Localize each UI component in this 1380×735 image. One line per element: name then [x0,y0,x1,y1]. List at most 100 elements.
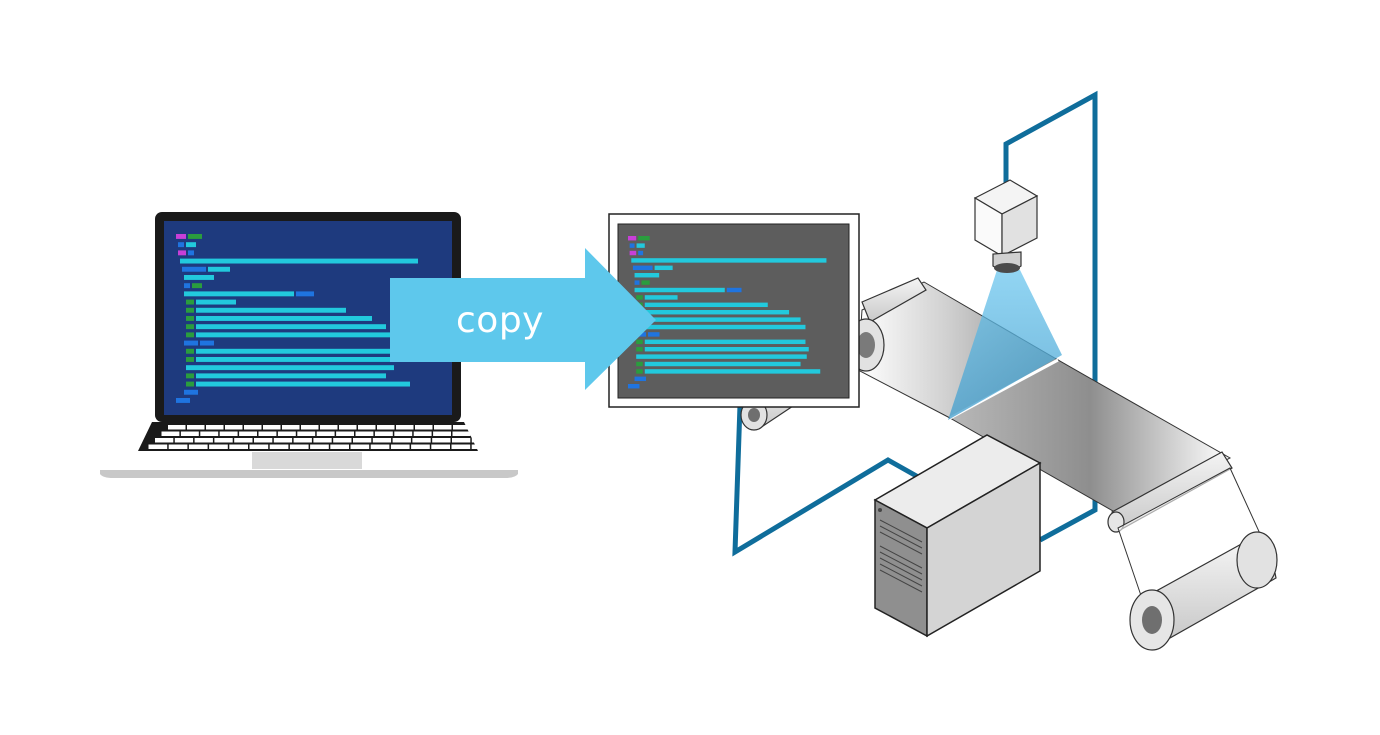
keyboard-key [415,425,433,430]
code-token [184,275,214,280]
code-token [184,291,294,297]
code-token [184,340,198,346]
keyboard-key [244,425,262,430]
keyboard-key [350,444,370,449]
code-token [186,357,194,362]
code-token [208,266,230,272]
keyboard-key [234,438,253,443]
code-token [636,369,643,374]
code-token [634,287,725,293]
code-token [644,324,806,330]
code-token [644,347,809,352]
keyboard-key [200,431,219,436]
code-token [196,324,386,330]
code-token [186,242,196,248]
keyboard-key [148,444,168,449]
code-token [184,283,190,289]
code-token [638,236,650,241]
code-token [632,265,653,271]
code-token [641,280,650,285]
keyboard-key [330,444,349,449]
keyboard-key [451,444,471,449]
laptop-touchpad [252,452,362,469]
code-token [200,340,214,346]
keyboard-key [453,425,471,430]
code-token [182,266,206,272]
laptop-base [100,470,518,478]
keyboard-key [396,425,414,430]
keyboard-key [174,438,194,443]
camera-icon [973,179,1039,273]
code-token [634,273,660,278]
keyboard-key [358,425,376,430]
keyboard-key [258,431,277,436]
code-token [180,258,418,264]
code-token [644,295,678,300]
code-token [634,280,640,285]
keyboard-key [431,444,450,449]
code-token [636,361,643,367]
code-token [628,236,637,241]
keyboard-key [209,444,228,449]
keyboard-key [161,431,180,436]
code-token [636,354,807,359]
code-token [644,302,768,308]
laptop-code-lines [176,234,418,403]
code-token [188,234,202,239]
keyboard-key [225,425,243,430]
code-token [188,250,194,256]
code-token [636,243,645,248]
keyboard-key [206,425,224,430]
code-token [634,376,647,382]
keyboard-key [155,438,174,443]
keyboard-key [471,444,491,449]
code-token [636,295,643,300]
keyboard-key [301,425,319,430]
code-token [628,384,640,389]
keyboard-key [472,425,490,430]
code-token [196,299,236,305]
code-token [644,310,790,315]
code-token [186,307,194,313]
code-token [176,398,190,403]
keyboard-key [471,438,491,443]
code-token [186,373,194,379]
code-token [644,339,806,345]
keyboard-key [452,431,471,436]
copy-arrow: copy [390,248,656,390]
keyboard-key [432,438,451,443]
camera-cable [1003,90,1098,543]
keyboard-key [320,425,338,430]
keyboard-key [374,431,393,436]
code-token [178,242,184,248]
monitor-icon [608,213,860,408]
keyboard-key [413,431,432,436]
keyboard-key [194,438,213,443]
keyboard-key [392,438,411,443]
code-token [631,258,827,263]
keyboard-key [394,431,413,436]
code-token [296,291,314,297]
keyboard-key [168,444,188,449]
keyboard-key [339,425,357,430]
keyboard-key [297,431,316,436]
keyboard-key [313,438,332,443]
keyboard-key [355,431,374,436]
keyboard-key [168,425,186,430]
keyboard-key [390,444,410,449]
keyboard-key [293,438,312,443]
code-token [644,369,821,374]
code-token [184,389,198,395]
keyboard-key [263,425,281,430]
code-token [196,357,396,362]
keyboard-key [372,438,392,443]
code-token [186,299,194,305]
code-token [178,250,186,256]
keyboard-key [336,431,354,436]
code-token [636,339,643,345]
code-token [186,348,194,354]
keyboard-key [219,431,238,436]
keyboard-key [277,431,296,436]
keyboard-key [239,431,257,436]
